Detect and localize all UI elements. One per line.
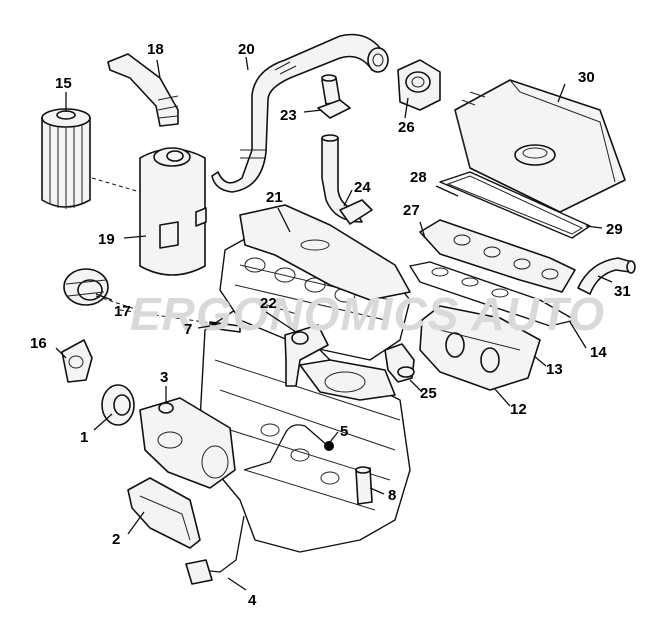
part-19-oil-separator xyxy=(139,147,207,276)
callout-4: 4 xyxy=(248,592,257,609)
part-21-head-plate xyxy=(239,204,411,301)
part-5-oil-line xyxy=(243,424,334,471)
part-27-intake-manifold xyxy=(419,219,576,293)
callout-17: 17 xyxy=(114,303,131,320)
callout-labels: 15 18 20 23 26 30 21 24 28 27 29 31 19 1… xyxy=(30,41,631,609)
callout-26: 26 xyxy=(398,119,415,136)
callout-15: 15 xyxy=(55,75,72,92)
callout-20: 20 xyxy=(238,41,255,58)
callout-30: 30 xyxy=(578,69,595,86)
callout-31: 31 xyxy=(614,283,631,300)
callout-24: 24 xyxy=(354,179,371,196)
part-24-pipe xyxy=(321,134,373,225)
part-26-thermostat-housing xyxy=(397,59,441,111)
callout-19: 19 xyxy=(98,231,115,248)
callout-14: 14 xyxy=(590,344,607,361)
part-3-oil-pump xyxy=(139,397,236,489)
part-16-bracket xyxy=(61,339,93,383)
callout-18: 18 xyxy=(147,41,164,58)
callout-2: 2 xyxy=(112,531,120,548)
callout-3: 3 xyxy=(160,369,168,386)
watermark-text: ERGONOMICS AUTO xyxy=(130,288,605,340)
part-18-breather-hose xyxy=(107,53,179,127)
callout-23: 23 xyxy=(280,107,297,124)
callout-8: 8 xyxy=(388,487,396,504)
part-8-sensor xyxy=(355,466,373,505)
part-30-valve-cover xyxy=(454,79,626,213)
leader-lines xyxy=(55,56,613,591)
part-31-hose xyxy=(577,257,636,295)
part-25-outlet-stub xyxy=(384,343,415,383)
part-2-oil-pan xyxy=(127,477,201,549)
callout-7: 7 xyxy=(184,321,192,338)
part-17-pulley xyxy=(63,268,109,306)
callout-21: 21 xyxy=(266,189,283,206)
callout-22: 22 xyxy=(260,295,277,312)
part-15-oil-filter xyxy=(41,108,91,209)
part-23-sensor xyxy=(317,74,351,119)
callout-5: 5 xyxy=(340,423,348,440)
callout-28: 28 xyxy=(410,169,427,186)
callout-29: 29 xyxy=(606,221,623,238)
callout-13: 13 xyxy=(546,361,563,378)
part-14-manifold-gasket xyxy=(409,261,576,327)
part-4-dipstick xyxy=(185,515,245,585)
callout-1: 1 xyxy=(80,429,88,446)
callout-25: 25 xyxy=(420,385,437,402)
part-13-exhaust-manifold xyxy=(419,305,541,391)
callout-16: 16 xyxy=(30,335,47,352)
part-22-injector xyxy=(284,324,329,387)
callout-12: 12 xyxy=(510,401,527,418)
callout-27: 27 xyxy=(403,202,420,219)
part-20-breather-tube xyxy=(211,33,389,193)
